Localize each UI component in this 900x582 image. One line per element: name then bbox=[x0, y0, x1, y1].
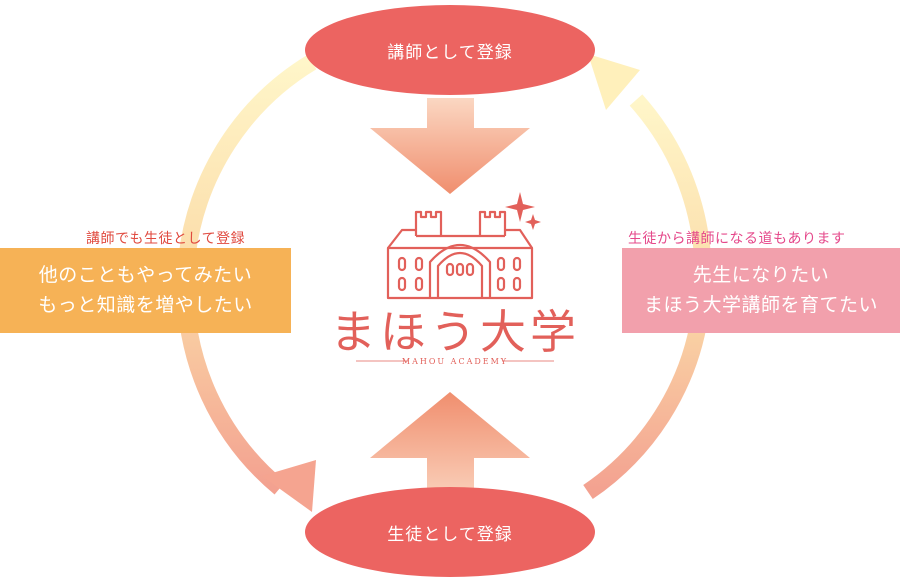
right-caption: 生徒から講師になる道もあります bbox=[628, 231, 846, 247]
left-reason-box: 他のこともやってみたい もっと知識を増やしたい bbox=[0, 248, 291, 333]
sparkle-icon bbox=[525, 214, 541, 230]
sparkle-icon bbox=[505, 192, 535, 222]
logo-subtitle: MAHOU ACADEMY bbox=[401, 357, 509, 366]
teacher-register-label: 講師として登録 bbox=[387, 43, 513, 63]
castle-icon bbox=[386, 210, 534, 300]
right-reason-line: 先生になりたい bbox=[692, 264, 830, 286]
bottom-ellipse bbox=[305, 487, 595, 577]
up-arrow bbox=[370, 392, 530, 508]
left-reason-line: もっと知識を増やしたい bbox=[38, 294, 253, 316]
left-reason-line: 他のこともやってみたい bbox=[38, 264, 253, 286]
top-ellipse bbox=[305, 5, 595, 95]
down-arrow bbox=[370, 98, 530, 194]
right-reason-line: まほう大学講師を育てたい bbox=[643, 294, 878, 316]
left-caption: 講師でも生徒として登録 bbox=[86, 231, 246, 247]
student-register-label: 生徒として登録 bbox=[387, 525, 513, 545]
right-reason-box: 先生になりたい まほう大学講師を育てたい bbox=[622, 248, 900, 333]
logo-name: まほう大学 bbox=[330, 305, 580, 359]
